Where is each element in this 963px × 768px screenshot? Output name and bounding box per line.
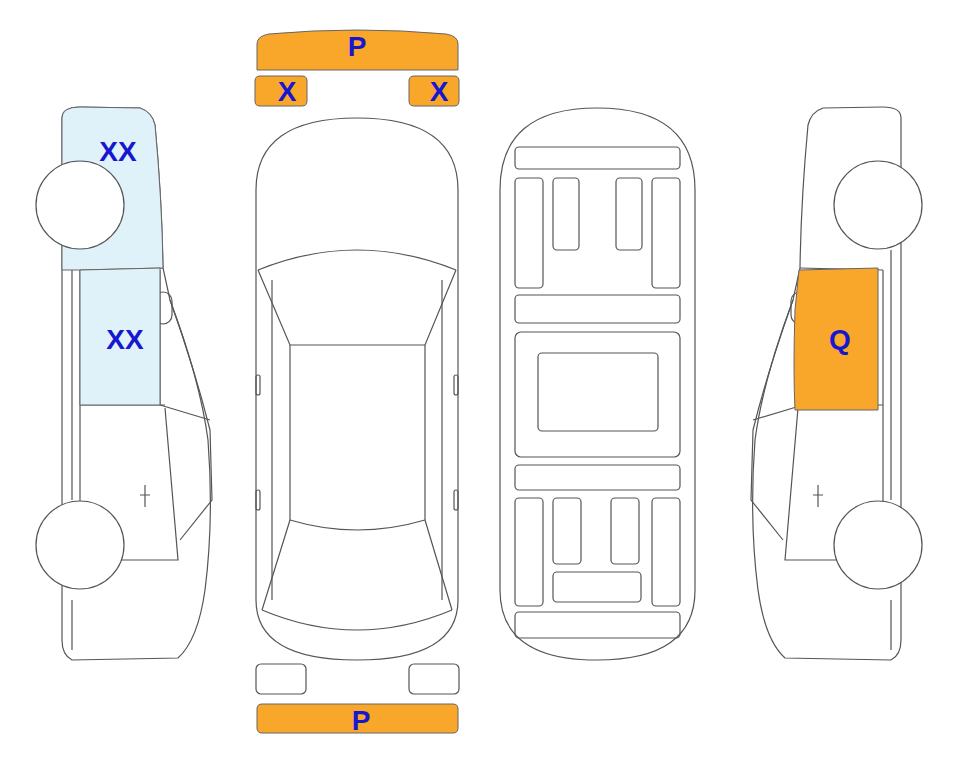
damage-code: Q bbox=[829, 326, 851, 354]
side-view bbox=[62, 107, 212, 660]
front-bumper: P bbox=[257, 30, 458, 70]
panel-outline bbox=[409, 76, 459, 106]
panel-shape bbox=[62, 107, 163, 270]
damage-code: X bbox=[430, 78, 449, 106]
headlight-left: X bbox=[255, 76, 307, 108]
panel-outline bbox=[62, 107, 163, 270]
panel-outline bbox=[255, 76, 307, 106]
damage-code: XX bbox=[99, 138, 136, 166]
front-fender: XX bbox=[62, 107, 163, 270]
panel-outline bbox=[80, 268, 160, 405]
front-door: XX bbox=[80, 270, 160, 405]
damage-code: P bbox=[348, 33, 367, 61]
damage-code: X bbox=[278, 78, 297, 106]
panel-outline bbox=[257, 30, 458, 70]
panel-outline bbox=[794, 268, 878, 410]
top-view bbox=[256, 118, 458, 660]
rear-bumper: P bbox=[257, 704, 458, 736]
front-door: Q bbox=[795, 270, 878, 410]
headlight-right: X bbox=[409, 76, 459, 108]
underside-view bbox=[500, 108, 695, 660]
rear-light bbox=[409, 664, 459, 694]
damage-code: XX bbox=[106, 326, 143, 354]
rear-light bbox=[256, 664, 306, 694]
damage-code: P bbox=[352, 707, 371, 735]
